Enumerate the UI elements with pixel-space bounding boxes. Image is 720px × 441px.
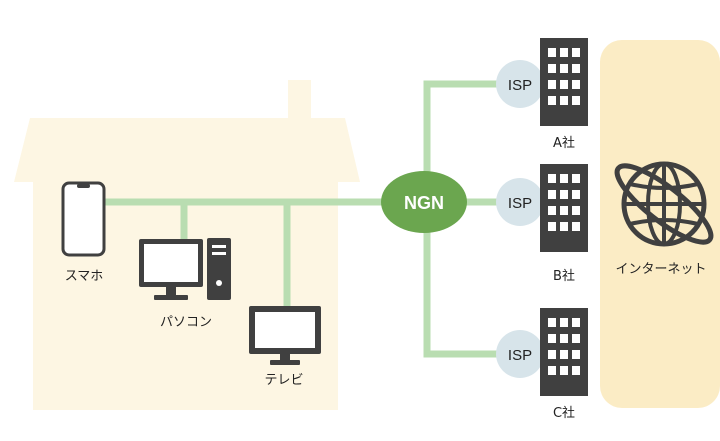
- building-window: [572, 190, 580, 199]
- building-window: [548, 334, 556, 343]
- company-a-label: A社: [553, 136, 575, 151]
- building-window: [572, 222, 580, 231]
- building-window: [548, 206, 556, 215]
- tv-label: テレビ: [264, 373, 304, 388]
- building-window: [560, 318, 568, 327]
- isp-node-c: ISP: [496, 330, 544, 378]
- building-window: [548, 96, 556, 105]
- building-window: [548, 174, 556, 183]
- building-window: [560, 222, 568, 231]
- building-window: [572, 80, 580, 89]
- building-window: [560, 206, 568, 215]
- smartphone-label: スマホ: [64, 269, 104, 284]
- ngn-label: NGN: [404, 193, 444, 213]
- building-window: [560, 48, 568, 57]
- building-window: [548, 350, 556, 359]
- building-window: [572, 334, 580, 343]
- building-window: [548, 222, 556, 231]
- building-window: [548, 64, 556, 73]
- smartphone-icon: [61, 181, 106, 257]
- building-window: [560, 64, 568, 73]
- building-window: [560, 80, 568, 89]
- globe-icon: [614, 161, 714, 247]
- building-window: [548, 366, 556, 375]
- building-icon: [540, 164, 588, 252]
- building-window: [572, 350, 580, 359]
- building-window: [572, 318, 580, 327]
- building-window: [560, 366, 568, 375]
- building-window: [572, 174, 580, 183]
- isp-label: ISP: [508, 77, 532, 94]
- isp-node-b: ISP: [496, 178, 544, 226]
- pc-label: パソコン: [159, 315, 213, 330]
- company-b-label: B社: [553, 269, 575, 284]
- building-icon: [540, 308, 588, 396]
- building-window: [560, 190, 568, 199]
- internet-label: インターネット: [615, 262, 707, 277]
- building-window: [560, 350, 568, 359]
- building-icon: [540, 38, 588, 126]
- isp-node-a: ISP: [496, 60, 544, 108]
- building-window: [548, 318, 556, 327]
- building-window: [572, 64, 580, 73]
- isp-label: ISP: [508, 195, 532, 212]
- company-c-label: C社: [552, 406, 576, 421]
- building-window: [560, 174, 568, 183]
- ngn-node: NGN: [381, 171, 467, 233]
- building-window: [560, 96, 568, 105]
- building-window: [572, 366, 580, 375]
- building-window: [548, 80, 556, 89]
- building-window: [548, 190, 556, 199]
- desktop-pc-icon: [139, 238, 231, 300]
- isp-label: ISP: [508, 347, 532, 364]
- building-window: [572, 206, 580, 215]
- building-window: [548, 48, 556, 57]
- building-window: [572, 96, 580, 105]
- building-window: [572, 48, 580, 57]
- tv-icon: [249, 306, 321, 365]
- building-window: [560, 334, 568, 343]
